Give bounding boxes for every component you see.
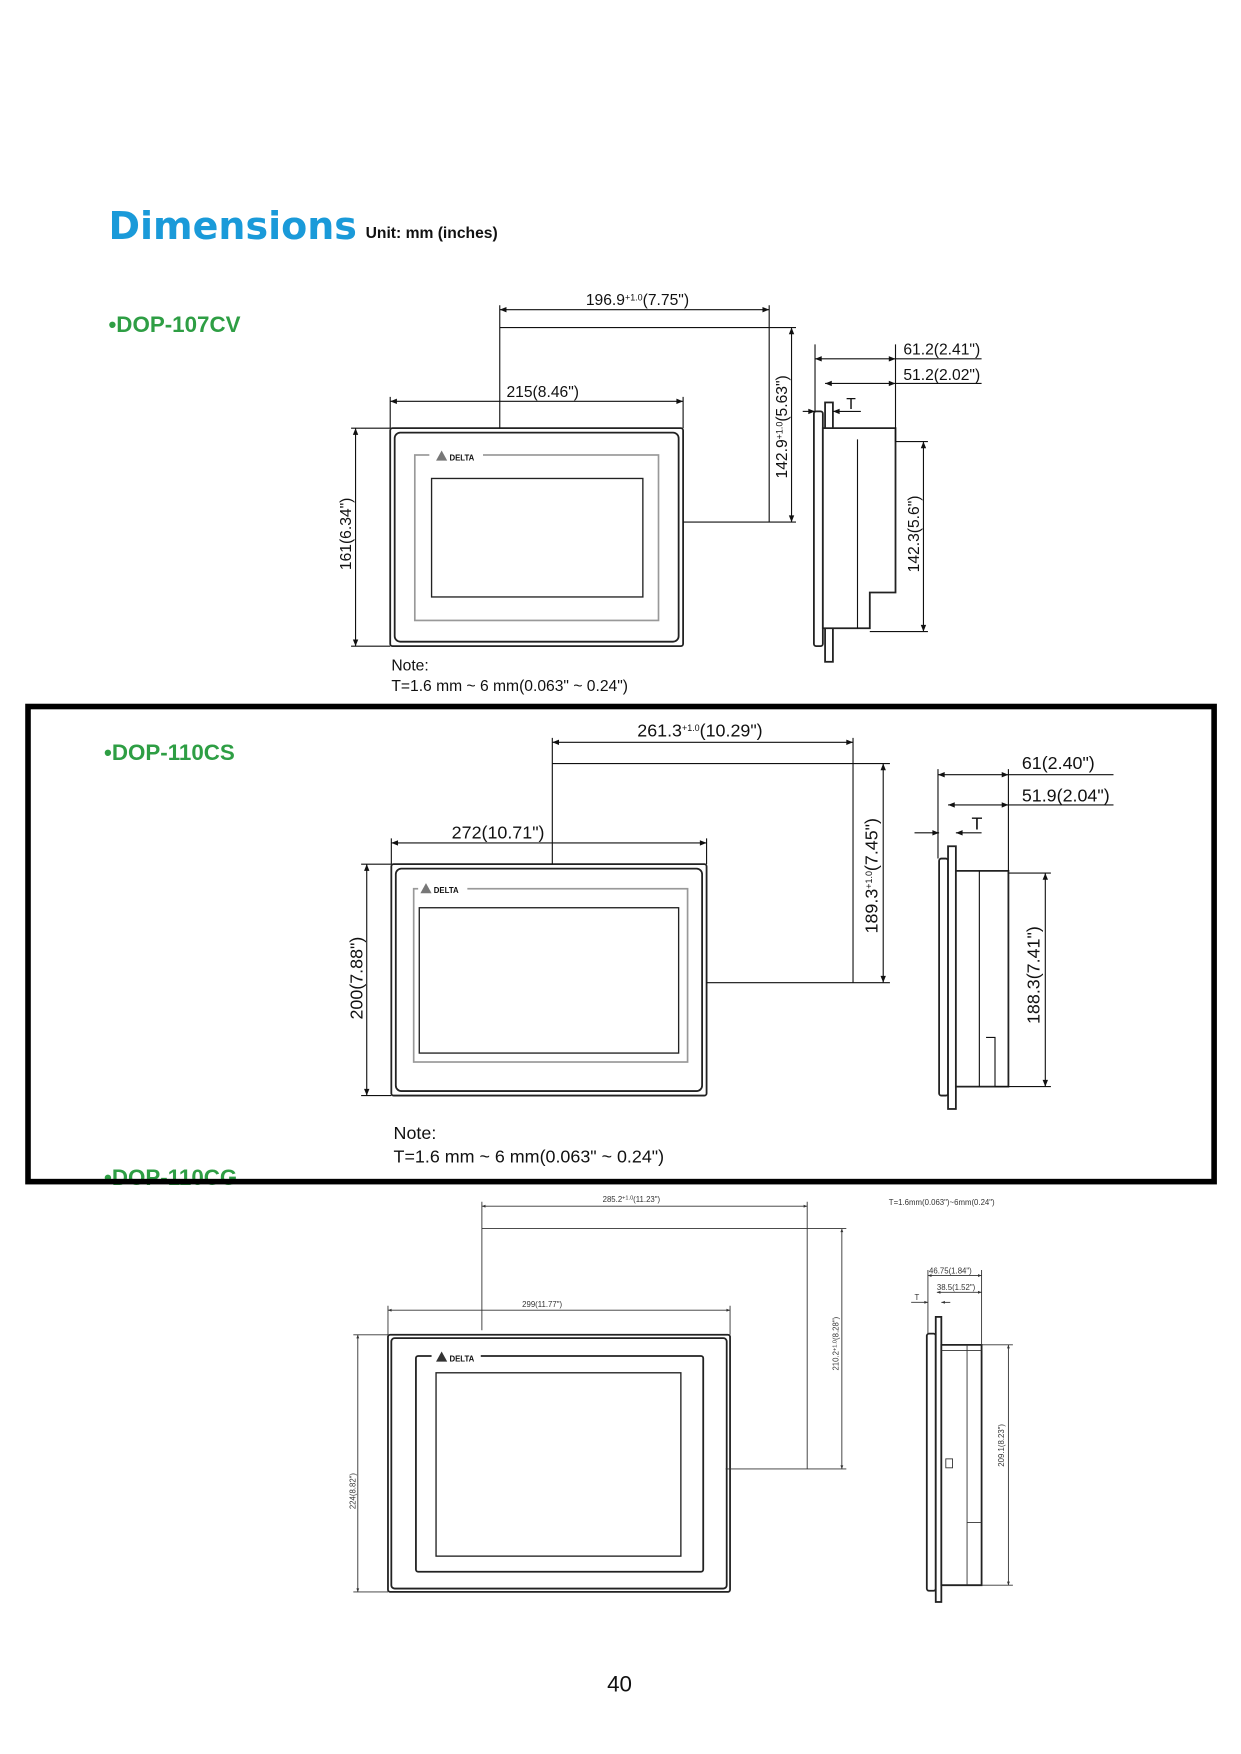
dim-cutout-width-label: 196.9+1.0(7.75") xyxy=(586,292,689,309)
dim-depth-body-label: 38.5(1.52") xyxy=(937,1283,976,1292)
page-title: Dimensions xyxy=(108,204,356,248)
front-view: DELTA xyxy=(389,427,684,648)
dim-body-height-label: 188.3(7.41") xyxy=(1024,926,1044,1024)
note-text: T=1.6 mm ~ 6 mm(0.063" ~ 0.24") xyxy=(394,1147,664,1167)
side-view xyxy=(813,401,897,663)
dim-front-width-label: 215(8.46") xyxy=(506,384,579,401)
delta-logo-icon xyxy=(436,1351,448,1362)
side-view xyxy=(938,845,1010,1110)
front-view: DELTA xyxy=(390,863,708,1097)
model-label: •DOP-110CS xyxy=(104,740,235,765)
dim-cutout-width-label: 285.2+1.0(11.23") xyxy=(603,1195,661,1204)
dim-front-width-label: 272(10.71") xyxy=(452,822,545,842)
delta-logo-icon xyxy=(420,883,432,894)
dim-depth-total-label: 46.75(1.84") xyxy=(929,1266,972,1275)
dim-front-height-label: 161(6.34") xyxy=(338,498,355,571)
model-dop-110cs: •DOP-110CS DELTA 272(10.71") 261.3+1.0(1… xyxy=(104,721,1114,1167)
logo-text: DELTA xyxy=(434,886,459,895)
dim-body-height-label: 209.1(8.23") xyxy=(997,1424,1006,1467)
model-label: •DOP-107CV xyxy=(108,312,240,337)
logo-text: DELTA xyxy=(449,1355,474,1364)
display-screen xyxy=(430,477,644,598)
dim-cutout-height-label: 142.9+1.0(5.63") xyxy=(774,375,791,478)
front-view: DELTA xyxy=(387,1333,731,1593)
note-text: T=1.6 mm ~ 6 mm(0.063" ~ 0.24") xyxy=(391,678,628,695)
model-dop-110cg: •DOP-110CG DELTA 299(11.77") 285.2+1.0(1… xyxy=(104,1165,1013,1603)
page-number: 40 xyxy=(607,1671,632,1696)
dim-body-height-label: 142.3(5.6") xyxy=(906,496,923,573)
dim-t-label: T xyxy=(972,813,983,833)
delta-logo-icon xyxy=(436,450,448,461)
dim-front-height-label: 224(8.82") xyxy=(349,1473,358,1510)
dim-cutout-height-label: 189.3+1.0(7.45") xyxy=(862,818,882,933)
model-dop-107cv: •DOP-107CV DELTA 215(8.46") 196.9+1.0(7.… xyxy=(108,292,982,695)
side-view xyxy=(925,1316,983,1603)
dim-depth-body-label: 51.9(2.04") xyxy=(1022,786,1110,806)
dim-cutout-width-label: 261.3+1.0(10.29") xyxy=(637,721,762,741)
unit-label: Unit: mm (inches) xyxy=(366,225,498,242)
note-title: Note: xyxy=(394,1123,437,1143)
dim-depth-total-label: 61(2.40") xyxy=(1022,753,1095,773)
note-title: Note: xyxy=(391,658,428,675)
logo-text: DELTA xyxy=(449,454,474,463)
dim-depth-body-label: 51.2(2.02") xyxy=(903,367,980,384)
dim-depth-total-label: 61.2(2.41") xyxy=(903,341,980,358)
note-text: T=1.6mm(0.063")~6mm(0.24") xyxy=(889,1198,995,1207)
dim-front-height-label: 200(7.88") xyxy=(346,937,366,1020)
dim-front-width-label: 299(11.77") xyxy=(522,1300,562,1309)
highlight-box xyxy=(25,703,1217,1185)
model-label: •DOP-110CG xyxy=(104,1165,237,1190)
dim-cutout-height-label: 210.2+1.0(8.28") xyxy=(831,1316,840,1370)
dim-t-label: T xyxy=(846,396,856,413)
dim-t-label: T xyxy=(915,1293,920,1302)
display-frame xyxy=(413,454,660,622)
